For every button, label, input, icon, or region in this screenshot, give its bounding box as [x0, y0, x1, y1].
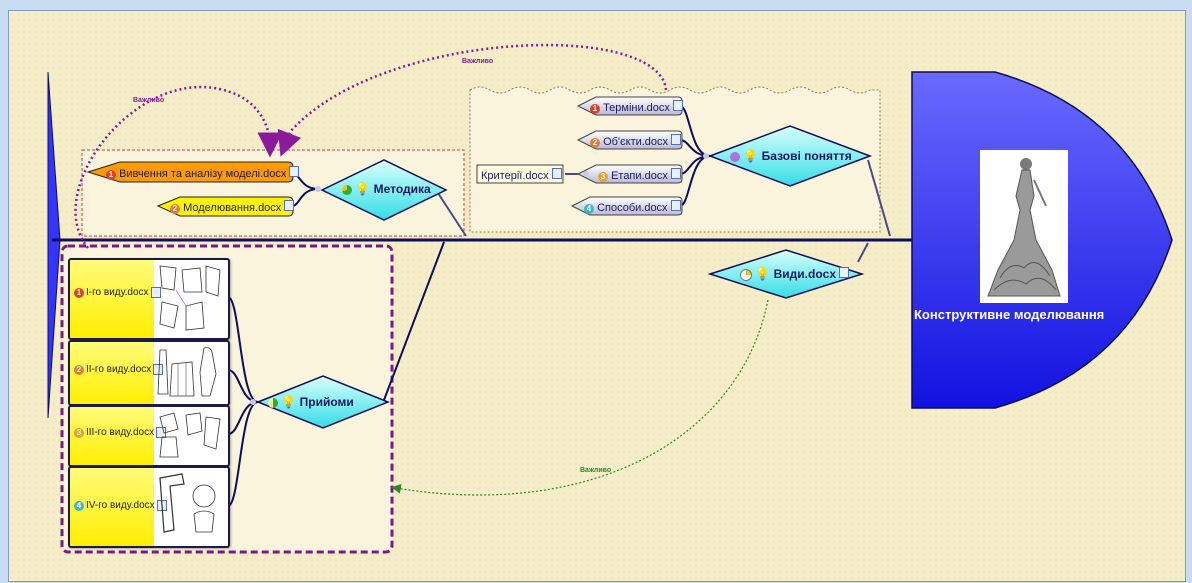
smiley-icon: [730, 151, 740, 162]
lightbulb-icon: 💡: [755, 267, 771, 281]
attachment-icon: [289, 166, 300, 177]
lightbulb-icon: 💡: [355, 182, 371, 196]
hub-bazovi[interactable]: [707, 125, 873, 187]
priority-4-icon: 4: [584, 204, 594, 214]
relation-label-1: Важливо: [133, 97, 165, 104]
pattern-sketch-image: [157, 347, 217, 397]
node-sposoby[interactable]: 4 Способи.docx: [584, 200, 681, 214]
node-modeliuvannia[interactable]: 2 Моделювання.docx: [170, 200, 295, 214]
attachment-icon: [671, 134, 682, 145]
priority-2-icon: 2: [590, 138, 600, 148]
bone-vydy: [857, 242, 869, 263]
attachment-icon: [670, 168, 681, 179]
priority-4-icon: 4: [74, 500, 84, 511]
hub-metodyka-label: 💡 Методика: [342, 182, 431, 196]
node-kryterii-shape[interactable]: [476, 164, 564, 184]
boundary-bazovi: [469, 86, 881, 233]
attachment-icon: [839, 267, 850, 278]
priority-3-icon: 3: [598, 172, 608, 182]
node-kryterii[interactable]: Критерії.docx: [481, 168, 562, 182]
node-obiekty[interactable]: 2 Об'єкти.docx: [590, 134, 682, 148]
relation-label-3: Важливо: [580, 467, 612, 474]
fish-tail: [47, 71, 61, 419]
pie-icon: [268, 397, 278, 408]
gown-sketch-image: [980, 150, 1068, 303]
attachment-icon: [672, 100, 683, 111]
relation-line-2[interactable]: [277, 43, 668, 157]
node-vyvchennia[interactable]: 1 Вивчення та аналізу моделі.docx: [106, 166, 300, 180]
pattern-sketch-image: [159, 265, 221, 331]
hub-bazovi-label: 💡 Базові поняття: [730, 149, 852, 163]
pattern-sketch-image: [159, 412, 221, 458]
pie-icon: [342, 184, 352, 195]
priority-2-icon: 2: [74, 364, 84, 375]
relation-label-2: Важливо: [462, 58, 494, 65]
priority-3-icon: 3: [74, 427, 84, 438]
hub-pryiomy[interactable]: [255, 375, 391, 429]
pattern-sketch-image: [159, 473, 216, 533]
relation-line-1[interactable]: [74, 85, 283, 249]
hub-vydy[interactable]: [707, 249, 865, 299]
attachment-icon: [150, 287, 161, 298]
attachment-icon: [153, 364, 164, 375]
lightbulb-icon: 💡: [743, 149, 759, 163]
attachment-icon: [284, 200, 295, 211]
priority-2-icon: 2: [170, 204, 180, 214]
hub-pryiomy-label: 💡 Прийоми: [268, 395, 354, 409]
lightbulb-icon: 💡: [281, 395, 297, 409]
priority-1-icon: 1: [74, 287, 84, 298]
priority-1-icon: 1: [590, 104, 600, 114]
node-terminy[interactable]: 1 Терміни.docx: [590, 100, 683, 114]
hub-vydy-label[interactable]: 💡 Види.docx: [740, 267, 850, 281]
pie-icon: [740, 268, 752, 281]
priority-1-icon: 1: [106, 170, 116, 180]
attachment-icon: [670, 200, 681, 211]
relation-line-3[interactable]: [391, 299, 769, 496]
attachment-icon: [551, 168, 562, 179]
bone-metodyka: [435, 189, 467, 237]
bone-bazovi: [867, 159, 891, 237]
hub-metodyka[interactable]: [320, 159, 448, 221]
head-label: Конструктивне моделювання: [914, 307, 1105, 322]
bone-pryiomy: [383, 241, 445, 401]
node-etapy[interactable]: 3 Етапи.docx: [598, 168, 681, 182]
